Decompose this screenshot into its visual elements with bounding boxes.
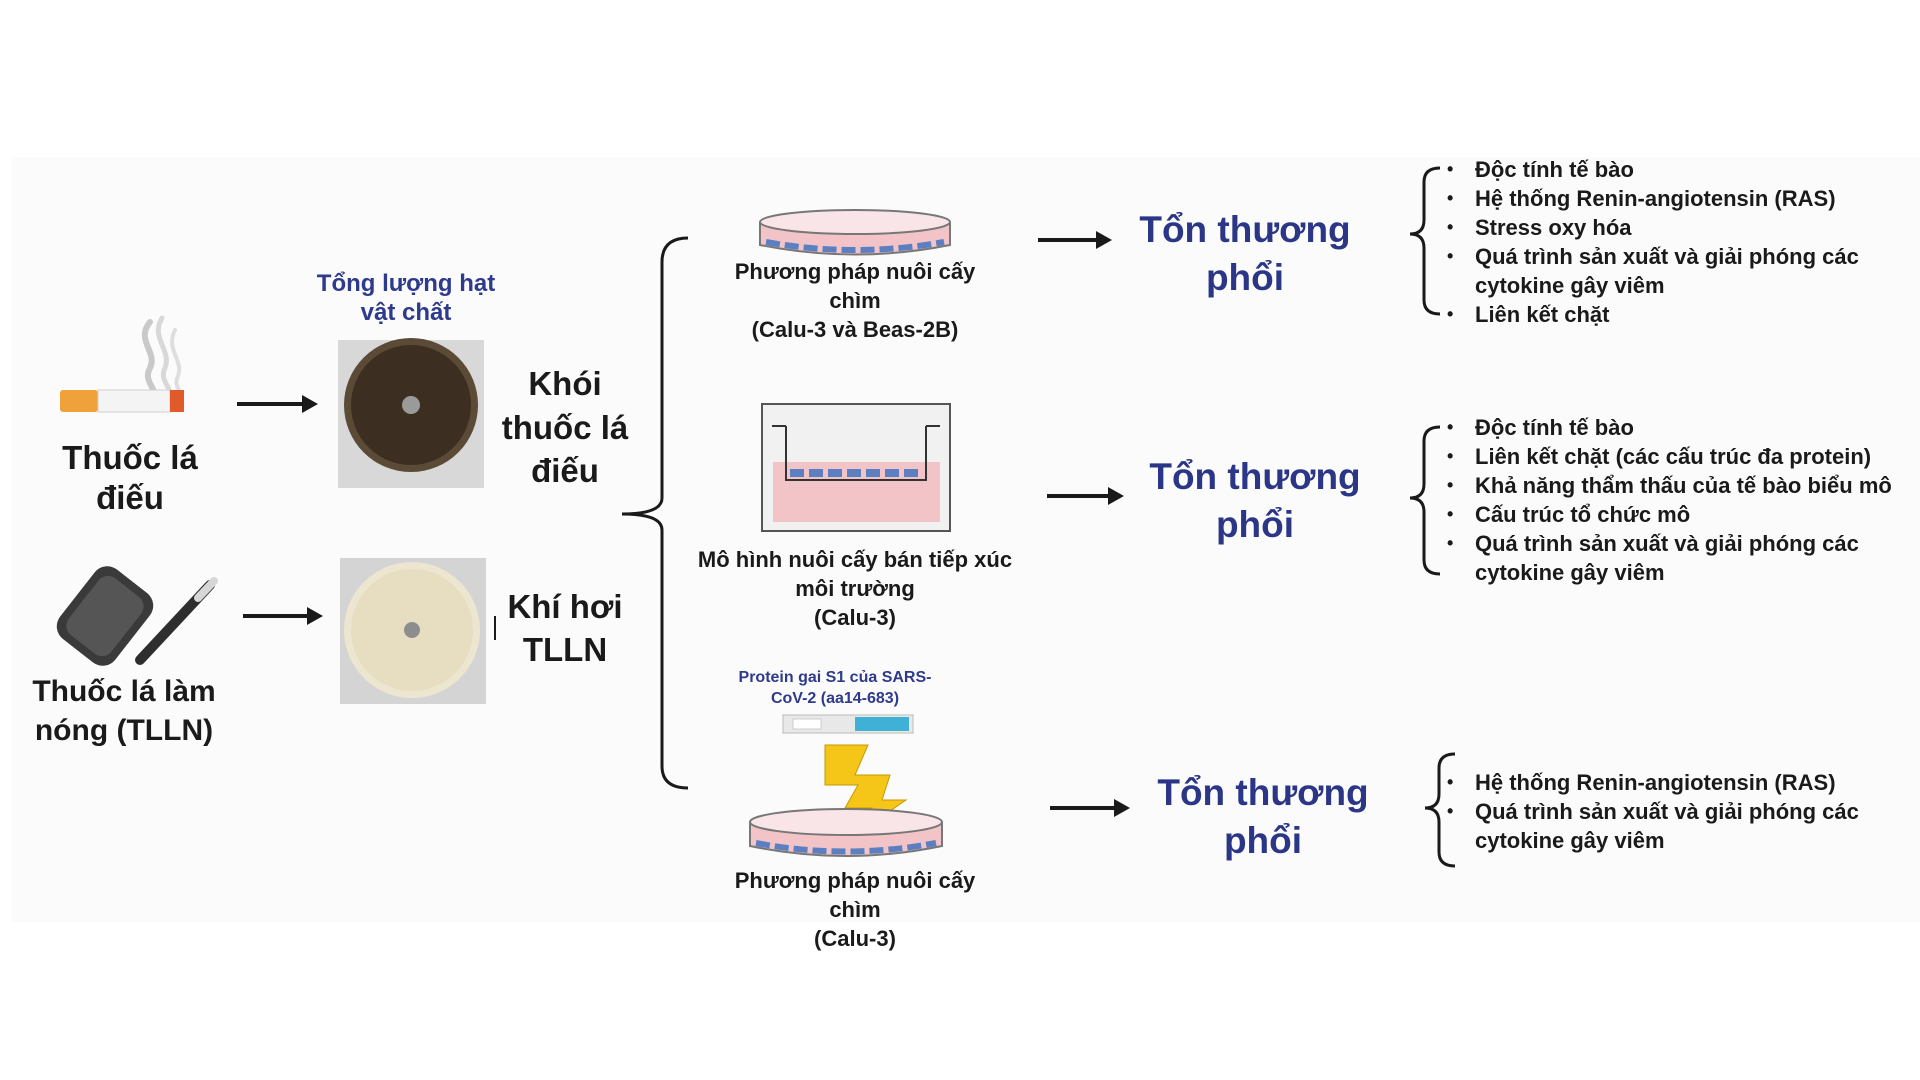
culture-dish-3 (749, 808, 943, 857)
effect-item: Liên kết chặt (các cấu trúc đa protein) (1447, 442, 1917, 471)
outcome-lung-injury-1: Tổn thương phổi (1139, 209, 1351, 299)
source-label-heated-tobacco: Thuốc lá làm nóng (TLLN) (32, 675, 216, 747)
effect-item: Hệ thống Renin-angiotensin (RAS) (1447, 184, 1887, 213)
model-1-label: Phương pháp nuôi cấy chìm (Calu-3 và Bea… (725, 257, 985, 344)
model-3-name: Phương pháp nuôi cấy chìm (734, 868, 976, 922)
effect-item: Quá trình sản xuất và giải phóng các cyt… (1447, 242, 1887, 300)
effect-item: Độc tính tế bào (1447, 155, 1887, 184)
exposure-label-smoke: Khói thuốc lá điếu (501, 365, 629, 490)
spike-protein-caption: Protein gai S1 của SARS-CoV-2 (aa14-683) (738, 669, 932, 707)
effect-item: Stress oxy hóa (1447, 213, 1887, 242)
effects-list-2: Độc tính tế bào Liên kết chặt (các cấu t… (1447, 413, 1917, 587)
effect-item: Liên kết chặt (1447, 300, 1887, 329)
culture-dish-1 (759, 209, 951, 256)
effect-item: Quá trình sản xuất và giải phóng các cyt… (1447, 529, 1895, 587)
model-3-cells: (Calu-3) (814, 926, 896, 951)
heated-tobacco-device-icon (56, 566, 218, 666)
particulate-matter-caption: Tổng lượng hạt vật chất (316, 270, 496, 326)
model-1-cells: (Calu-3 và Beas-2B) (751, 317, 959, 342)
aerosol-filter-pad (340, 558, 486, 704)
smoke-filter-pad (338, 338, 484, 488)
outcome-lung-injury-3: Tổn thương phổi (1157, 772, 1369, 862)
model-2-cells: (Calu-3) (814, 605, 896, 630)
model-2-label: Mô hình nuôi cấy bán tiếp xúc môi trường… (690, 545, 1020, 632)
effects-brace-3 (1424, 752, 1456, 868)
branch-bracket (621, 236, 689, 790)
cigarette-icon (60, 315, 184, 413)
effect-item: Hệ thống Renin-angiotensin (RAS) (1447, 768, 1877, 797)
effect-item: Khả năng thẩm thấu của tế bào biểu mô (1447, 471, 1917, 500)
model-3-label: Phương pháp nuôi cấy chìm (Calu-3) (725, 866, 985, 953)
model-1-name: Phương pháp nuôi cấy chìm (734, 259, 976, 313)
effects-brace-2 (1409, 425, 1441, 576)
outcome-lung-injury-2: Tổn thương phổi (1149, 456, 1361, 546)
exposure-label-aerosol: Khí hơi TLLN (507, 588, 623, 668)
spike-protein-band (782, 714, 914, 734)
effects-list-1: Độc tính tế bào Hệ thống Renin-angiotens… (1447, 155, 1887, 329)
effect-item: Quá trình sản xuất và giải phóng các cyt… (1447, 797, 1877, 855)
transwell-insert (761, 403, 951, 532)
effect-item: Độc tính tế bào (1447, 413, 1917, 442)
effects-brace-1 (1409, 166, 1441, 316)
source-label-cigarette: Thuốc lá điếu (62, 439, 198, 516)
effect-item: Cấu trúc tổ chức mô (1447, 500, 1917, 529)
effects-list-3: Hệ thống Renin-angiotensin (RAS) Quá trì… (1447, 768, 1877, 855)
model-2-name: Mô hình nuôi cấy bán tiếp xúc môi trường (697, 547, 1013, 601)
